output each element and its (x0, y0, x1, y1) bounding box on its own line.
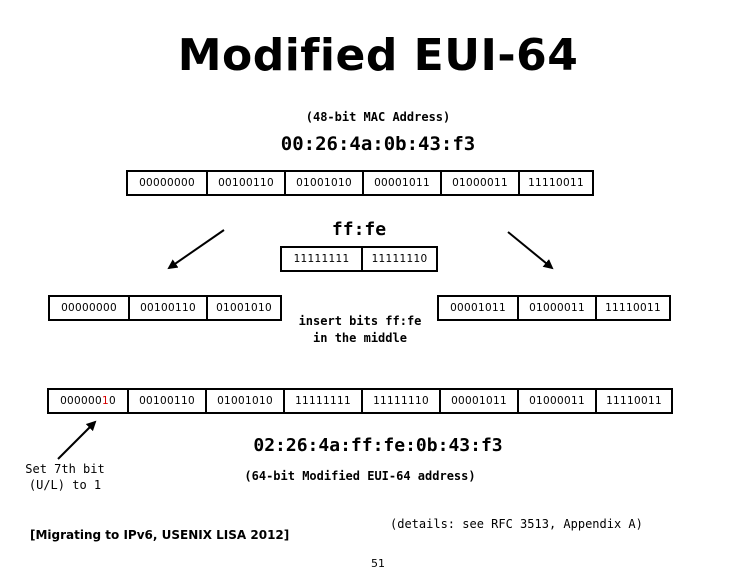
left-arrow (167, 229, 225, 270)
insert-byte: 11111110 (361, 248, 436, 270)
insert-byte: 11111111 (293, 253, 350, 265)
result-byte: 01001010 (205, 390, 283, 412)
mac-byte: 00001011 (362, 172, 440, 194)
left-byte: 00100110 (128, 297, 206, 319)
insert-byte-row: 11111111 11111110 (280, 246, 438, 272)
insert-note-line2: in the middle (313, 331, 407, 345)
right-arrow (507, 231, 554, 270)
right-byte: 01000011 (517, 297, 595, 319)
bit-note-arrow (57, 420, 97, 460)
page-number: 51 (371, 557, 385, 570)
result-byte: 11111110 (361, 390, 439, 412)
result-byte: 11110011 (595, 390, 671, 412)
insert-note: insert bits ff:fe in the middle (284, 313, 436, 347)
mac-byte: 01001010 (284, 172, 362, 194)
result-byte: 00100110 (127, 390, 205, 412)
result-byte: 11111111 (283, 390, 361, 412)
result-byte-suffix: 0 (108, 395, 116, 407)
insert-label: ff:fe (331, 219, 387, 240)
left-byte: 01001010 (206, 297, 280, 319)
flipped-bit: 1 (101, 395, 109, 407)
mac-byte: 01000011 (440, 172, 518, 194)
insert-note-line1: insert bits ff:fe (298, 314, 422, 328)
bit-note-line1: Set 7th bit (25, 462, 105, 476)
citation: [Migrating to IPv6, USENIX LISA 2012] (30, 528, 290, 542)
result-caption: (64-bit Modified EUI-64 address) (244, 469, 476, 483)
left-byte-row: 00000000 00100110 01001010 (48, 295, 282, 321)
result-byte: 01000011 (517, 390, 595, 412)
right-byte: 11110011 (595, 297, 669, 319)
bit-note-line2: (U/L) to 1 (28, 478, 102, 492)
mac-byte-row: 00000000 00100110 01001010 00001011 0100… (126, 170, 594, 196)
mac-address: 00:26:4a:0b:43:f3 (280, 133, 476, 155)
details-note: (details: see RFC 3513, Appendix A) (390, 517, 643, 531)
mac-caption: (48-bit MAC Address) (305, 110, 451, 124)
right-byte-row: 00001011 01000011 11110011 (437, 295, 671, 321)
left-byte: 00000000 (61, 302, 117, 314)
mac-byte: 00100110 (206, 172, 284, 194)
mac-byte: 00000000 (139, 177, 195, 189)
result-byte: 00001011 (439, 390, 517, 412)
bit-note: Set 7th bit (U/L) to 1 (10, 461, 120, 493)
result-address: 02:26:4a:ff:fe:0b:43:f3 (253, 435, 503, 456)
right-byte: 00001011 (450, 302, 506, 314)
mac-byte: 11110011 (518, 172, 592, 194)
slide-title: Modified EUI-64 (177, 30, 579, 81)
result-byte-prefix: 000000 (60, 395, 102, 407)
